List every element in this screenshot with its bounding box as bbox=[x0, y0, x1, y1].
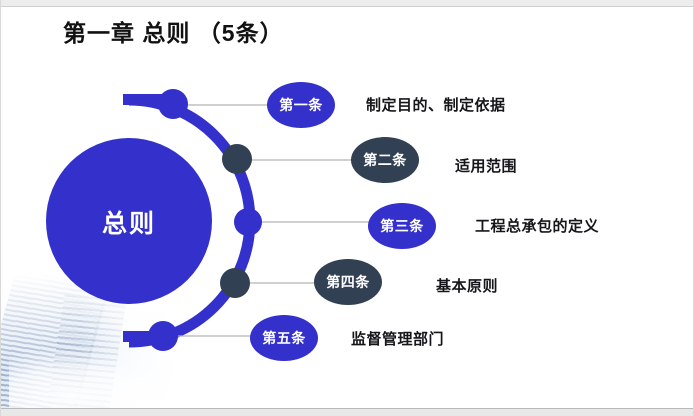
arc-node-5[interactable] bbox=[148, 321, 178, 351]
slide-bottom-edge bbox=[1, 408, 693, 416]
page-title: 第一章 总则 （5条） bbox=[63, 20, 284, 46]
step-text-1: 制定目的、制定依据 bbox=[366, 97, 506, 114]
step-text-2: 适用范围 bbox=[455, 158, 518, 175]
step-text-3: 工程总承包的定义 bbox=[475, 218, 600, 235]
step-text-4: 基本原则 bbox=[436, 278, 499, 295]
step-pill-2[interactable]: 第二条 bbox=[351, 137, 419, 183]
arc-tail-bottom bbox=[123, 331, 169, 342]
step-pill-3[interactable]: 第三条 bbox=[368, 203, 436, 249]
arc-tail-top bbox=[123, 94, 169, 105]
arc-node-4[interactable] bbox=[220, 268, 250, 298]
step-pill-4[interactable]: 第四条 bbox=[314, 259, 382, 305]
arc-node-3[interactable] bbox=[234, 208, 262, 236]
arc-node-1[interactable] bbox=[158, 89, 188, 119]
hub-label: 总则 bbox=[101, 210, 156, 238]
step-pill-1[interactable]: 第一条 bbox=[267, 82, 335, 128]
slide-top-edge bbox=[1, 0, 693, 7]
step-text-5: 监督管理部门 bbox=[351, 331, 445, 348]
hub-circle bbox=[46, 138, 212, 304]
step-pill-5[interactable]: 第五条 bbox=[250, 315, 318, 361]
arc-node-2[interactable] bbox=[222, 144, 252, 174]
